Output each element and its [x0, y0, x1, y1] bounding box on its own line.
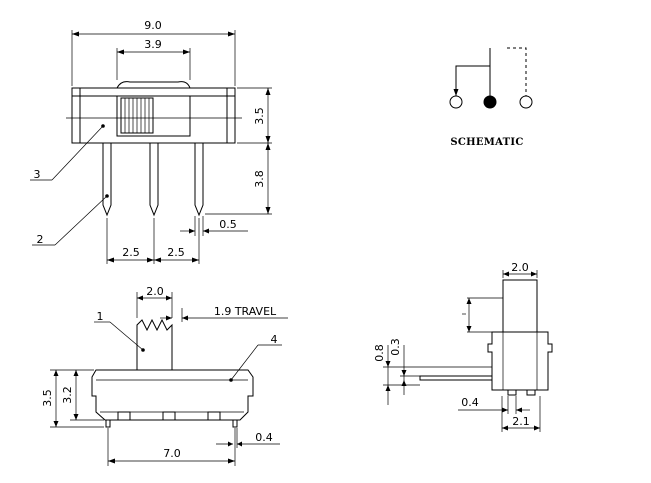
front-housing [91, 369, 254, 421]
front-dim-actuator-width: 2.0 [146, 285, 164, 298]
schematic-contact-common [483, 95, 497, 109]
top-pin-3 [194, 143, 204, 217]
schematic: SCHEMATIC [449, 47, 533, 148]
dim-pin-length: 3.8 [253, 170, 266, 188]
front-dim-travel: 1.9 TRAVEL [214, 305, 277, 318]
dim-body-height: 3.5 [253, 107, 266, 125]
side-dim-pin-thickness: 0.4 [461, 396, 479, 409]
dim-actuator-width: 3.9 [144, 38, 162, 51]
side-view: 2.0 0.8 0.3 0.4 2.1 [373, 261, 553, 432]
side-actuator [502, 279, 538, 333]
callout-housing: 4 [271, 333, 278, 346]
side-body [487, 331, 553, 391]
callout-pin: 2 [37, 233, 44, 246]
top-view: 9.0 3.9 3.5 3.8 0.5 2.5 2.5 [30, 19, 272, 264]
callout-actuator: 1 [97, 310, 104, 323]
top-pin-1 [102, 143, 112, 217]
front-dim-height-outer: 3.5 [41, 389, 54, 407]
schematic-contact-left [449, 95, 463, 109]
schematic-title: SCHEMATIC [450, 137, 523, 148]
front-view: 2.0 1.9 TRAVEL 1 4 3.5 3.2 7.0 [41, 285, 288, 466]
front-actuator [136, 318, 173, 370]
front-foot-3 [207, 411, 221, 420]
top-pin-2 [149, 143, 159, 217]
side-lead [419, 375, 493, 381]
top-slot [116, 95, 191, 137]
side-dim-gap-b: 0.3 [389, 338, 402, 356]
schematic-contact-right [519, 95, 533, 109]
top-actuator-lid [116, 81, 191, 89]
schematic-path-closed [455, 48, 491, 96]
callout-body: 3 [34, 168, 41, 181]
front-foot-1 [117, 411, 131, 420]
front-dim-pin-width: 0.4 [255, 431, 273, 444]
front-dim-height-inner: 3.2 [61, 386, 74, 404]
top-body-outline [71, 87, 236, 144]
side-dim-base-width: 2.1 [512, 415, 530, 428]
schematic-path-open [507, 47, 527, 96]
front-foot-2 [162, 411, 176, 420]
dim-pin-width: 0.5 [219, 218, 237, 231]
side-dim-actuator-width: 2.0 [511, 261, 529, 274]
dim-pin-pitch-right: 2.5 [167, 246, 185, 259]
dim-overall-width: 9.0 [144, 19, 162, 32]
side-dim-gap-a: 0.8 [373, 344, 386, 362]
dim-pin-pitch-left: 2.5 [122, 246, 140, 259]
front-dim-pin-span: 7.0 [163, 447, 181, 460]
